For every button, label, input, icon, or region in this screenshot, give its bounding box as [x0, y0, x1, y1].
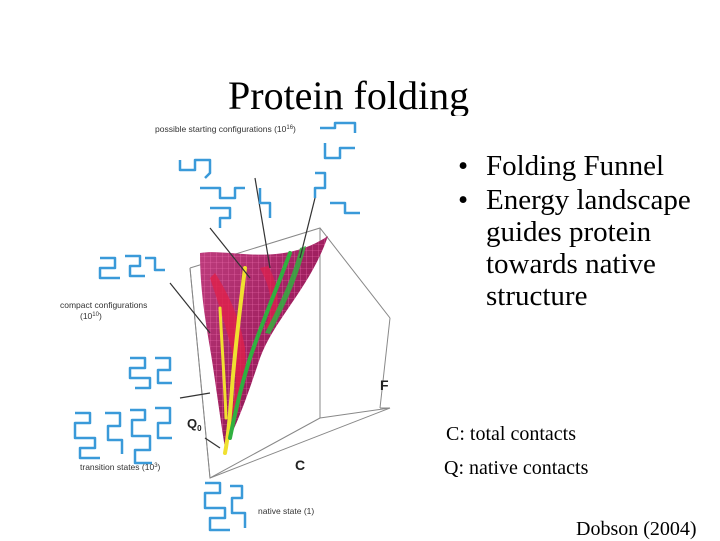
note-q-definition: Q: native contacts [444, 457, 589, 479]
funnel-surface [200, 236, 328, 448]
axis-label-q0: Q0 [187, 416, 202, 433]
label-transition-states: transition states (103) [80, 462, 161, 472]
bullet-text: Energy landscape guides protein towards … [486, 184, 691, 312]
figure-credit: Dobson (2004) [576, 518, 697, 540]
bullet-item: • Folding Funnel [458, 150, 706, 182]
label-compact-configurations-line2: (1010) [80, 311, 102, 321]
note-c-definition: C: total contacts [446, 423, 576, 445]
folding-paths [218, 251, 292, 455]
axis-label-c: C [295, 457, 305, 473]
bullet-text: Folding Funnel [486, 150, 665, 182]
slide-title: Protein folding [228, 73, 470, 116]
folding-funnel-figure: possible starting configurations (1016) … [60, 121, 391, 532]
lattice-configurations [73, 121, 360, 532]
label-starting-configurations: possible starting configurations (1016) [155, 124, 296, 134]
leader-lines [169, 177, 316, 449]
bullet-dot: • [458, 184, 469, 216]
bullet-dot: • [458, 150, 469, 182]
label-compact-configurations-line1: compact configurations [60, 300, 147, 310]
bullet-list: • Folding Funnel • Energy landscape guid… [458, 150, 706, 314]
axis-label-f: F [380, 377, 389, 393]
label-native-state: native state (1) [258, 506, 314, 516]
axis-box [189, 227, 391, 479]
bullet-item: • Energy landscape guides protein toward… [458, 184, 706, 312]
